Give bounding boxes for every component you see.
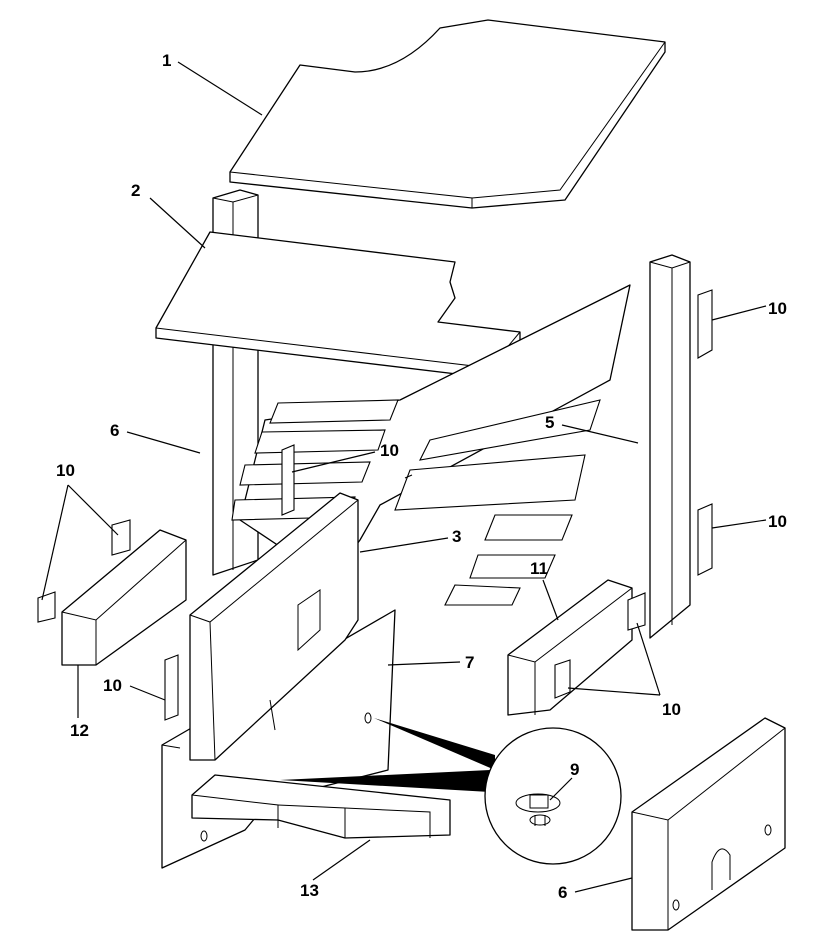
callout-labels: 1 2 6 10 5 10 10 10 3 11 10 7 10 12 9 13… (56, 51, 787, 902)
callout-9: 9 (570, 760, 579, 779)
part-5-right-post (649, 254, 691, 639)
part-6-right-plate (631, 717, 786, 931)
callout-10-lower-left: 10 (103, 676, 122, 695)
callout-5: 5 (545, 413, 554, 432)
callout-12: 12 (70, 721, 89, 740)
part-10-pads (37, 289, 713, 721)
callout-10-upper-right: 10 (768, 299, 787, 318)
callout-10-center: 10 (380, 441, 399, 460)
callout-1: 1 (162, 51, 171, 70)
callout-7: 7 (465, 653, 474, 672)
callout-2: 2 (131, 181, 140, 200)
callout-6-right: 6 (558, 883, 567, 902)
part-2-upper-panel (155, 231, 521, 379)
leader-lines (41, 61, 767, 893)
callout-10-mid-right: 10 (768, 512, 787, 531)
part-1-top-panel (229, 19, 666, 209)
callout-6-left: 6 (110, 421, 119, 440)
part-12-left-block (61, 529, 187, 666)
callout-11: 11 (530, 559, 548, 578)
part-3-front-panel (189, 492, 359, 761)
callout-10-lower-right: 10 (662, 700, 681, 719)
callout-13: 13 (300, 881, 319, 900)
callout-10-left: 10 (56, 461, 75, 480)
callout-3: 3 (452, 527, 461, 546)
part-11-right-block (507, 579, 633, 716)
part-9-detail-view (280, 718, 622, 865)
part-13-bottom-bar (191, 774, 451, 839)
